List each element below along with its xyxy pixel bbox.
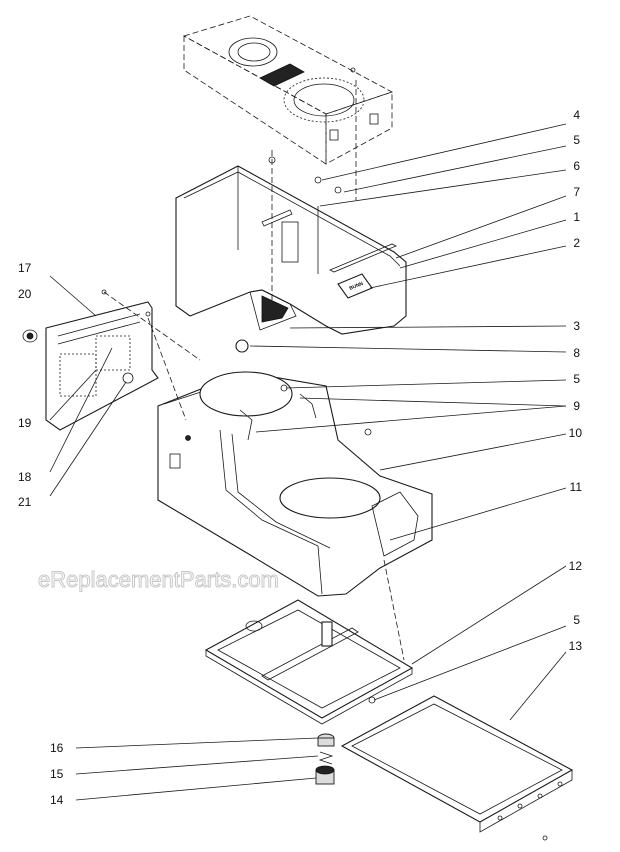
callout-21: 21 — [18, 495, 32, 509]
watermark: eReplacementParts.com — [38, 567, 279, 592]
callout-9: 9 — [573, 399, 580, 413]
callout-2: 2 — [573, 236, 580, 250]
upper-hood — [175, 156, 407, 335]
assembly-lines — [103, 80, 405, 661]
callout-16: 16 — [50, 741, 64, 755]
brand-plate-text: BUNN — [349, 281, 365, 292]
drip-tray — [340, 695, 574, 841]
base-frame — [204, 599, 414, 725]
top-lid-phantom — [182, 15, 394, 165]
callout-4: 4 — [573, 108, 580, 122]
leader-lines — [49, 123, 567, 801]
side-panel — [22, 289, 159, 431]
callout-5-c: 5 — [573, 613, 580, 627]
callout-19: 19 — [18, 416, 32, 430]
callout-15: 15 — [50, 767, 64, 781]
callout-3: 3 — [573, 319, 580, 333]
callout-10: 10 — [569, 426, 583, 440]
callout-20: 20 — [18, 287, 32, 301]
callout-12: 12 — [569, 559, 583, 573]
callout-11: 11 — [570, 480, 583, 494]
callout-7: 7 — [573, 185, 580, 199]
callout-8: 8 — [573, 346, 580, 360]
lower-body — [157, 339, 433, 597]
callouts: 4 5 6 7 1 2 17 20 3 8 5 9 19 10 18 21 11… — [18, 108, 582, 807]
callout-5-b: 5 — [573, 372, 580, 386]
callout-13: 13 — [569, 639, 583, 653]
callout-6: 6 — [573, 159, 580, 173]
callout-5: 5 — [573, 133, 580, 147]
callout-17: 17 — [18, 261, 32, 275]
foot-assembly — [315, 733, 335, 785]
callout-1: 1 — [573, 210, 580, 224]
callout-18: 18 — [18, 470, 32, 484]
callout-14: 14 — [50, 793, 64, 807]
